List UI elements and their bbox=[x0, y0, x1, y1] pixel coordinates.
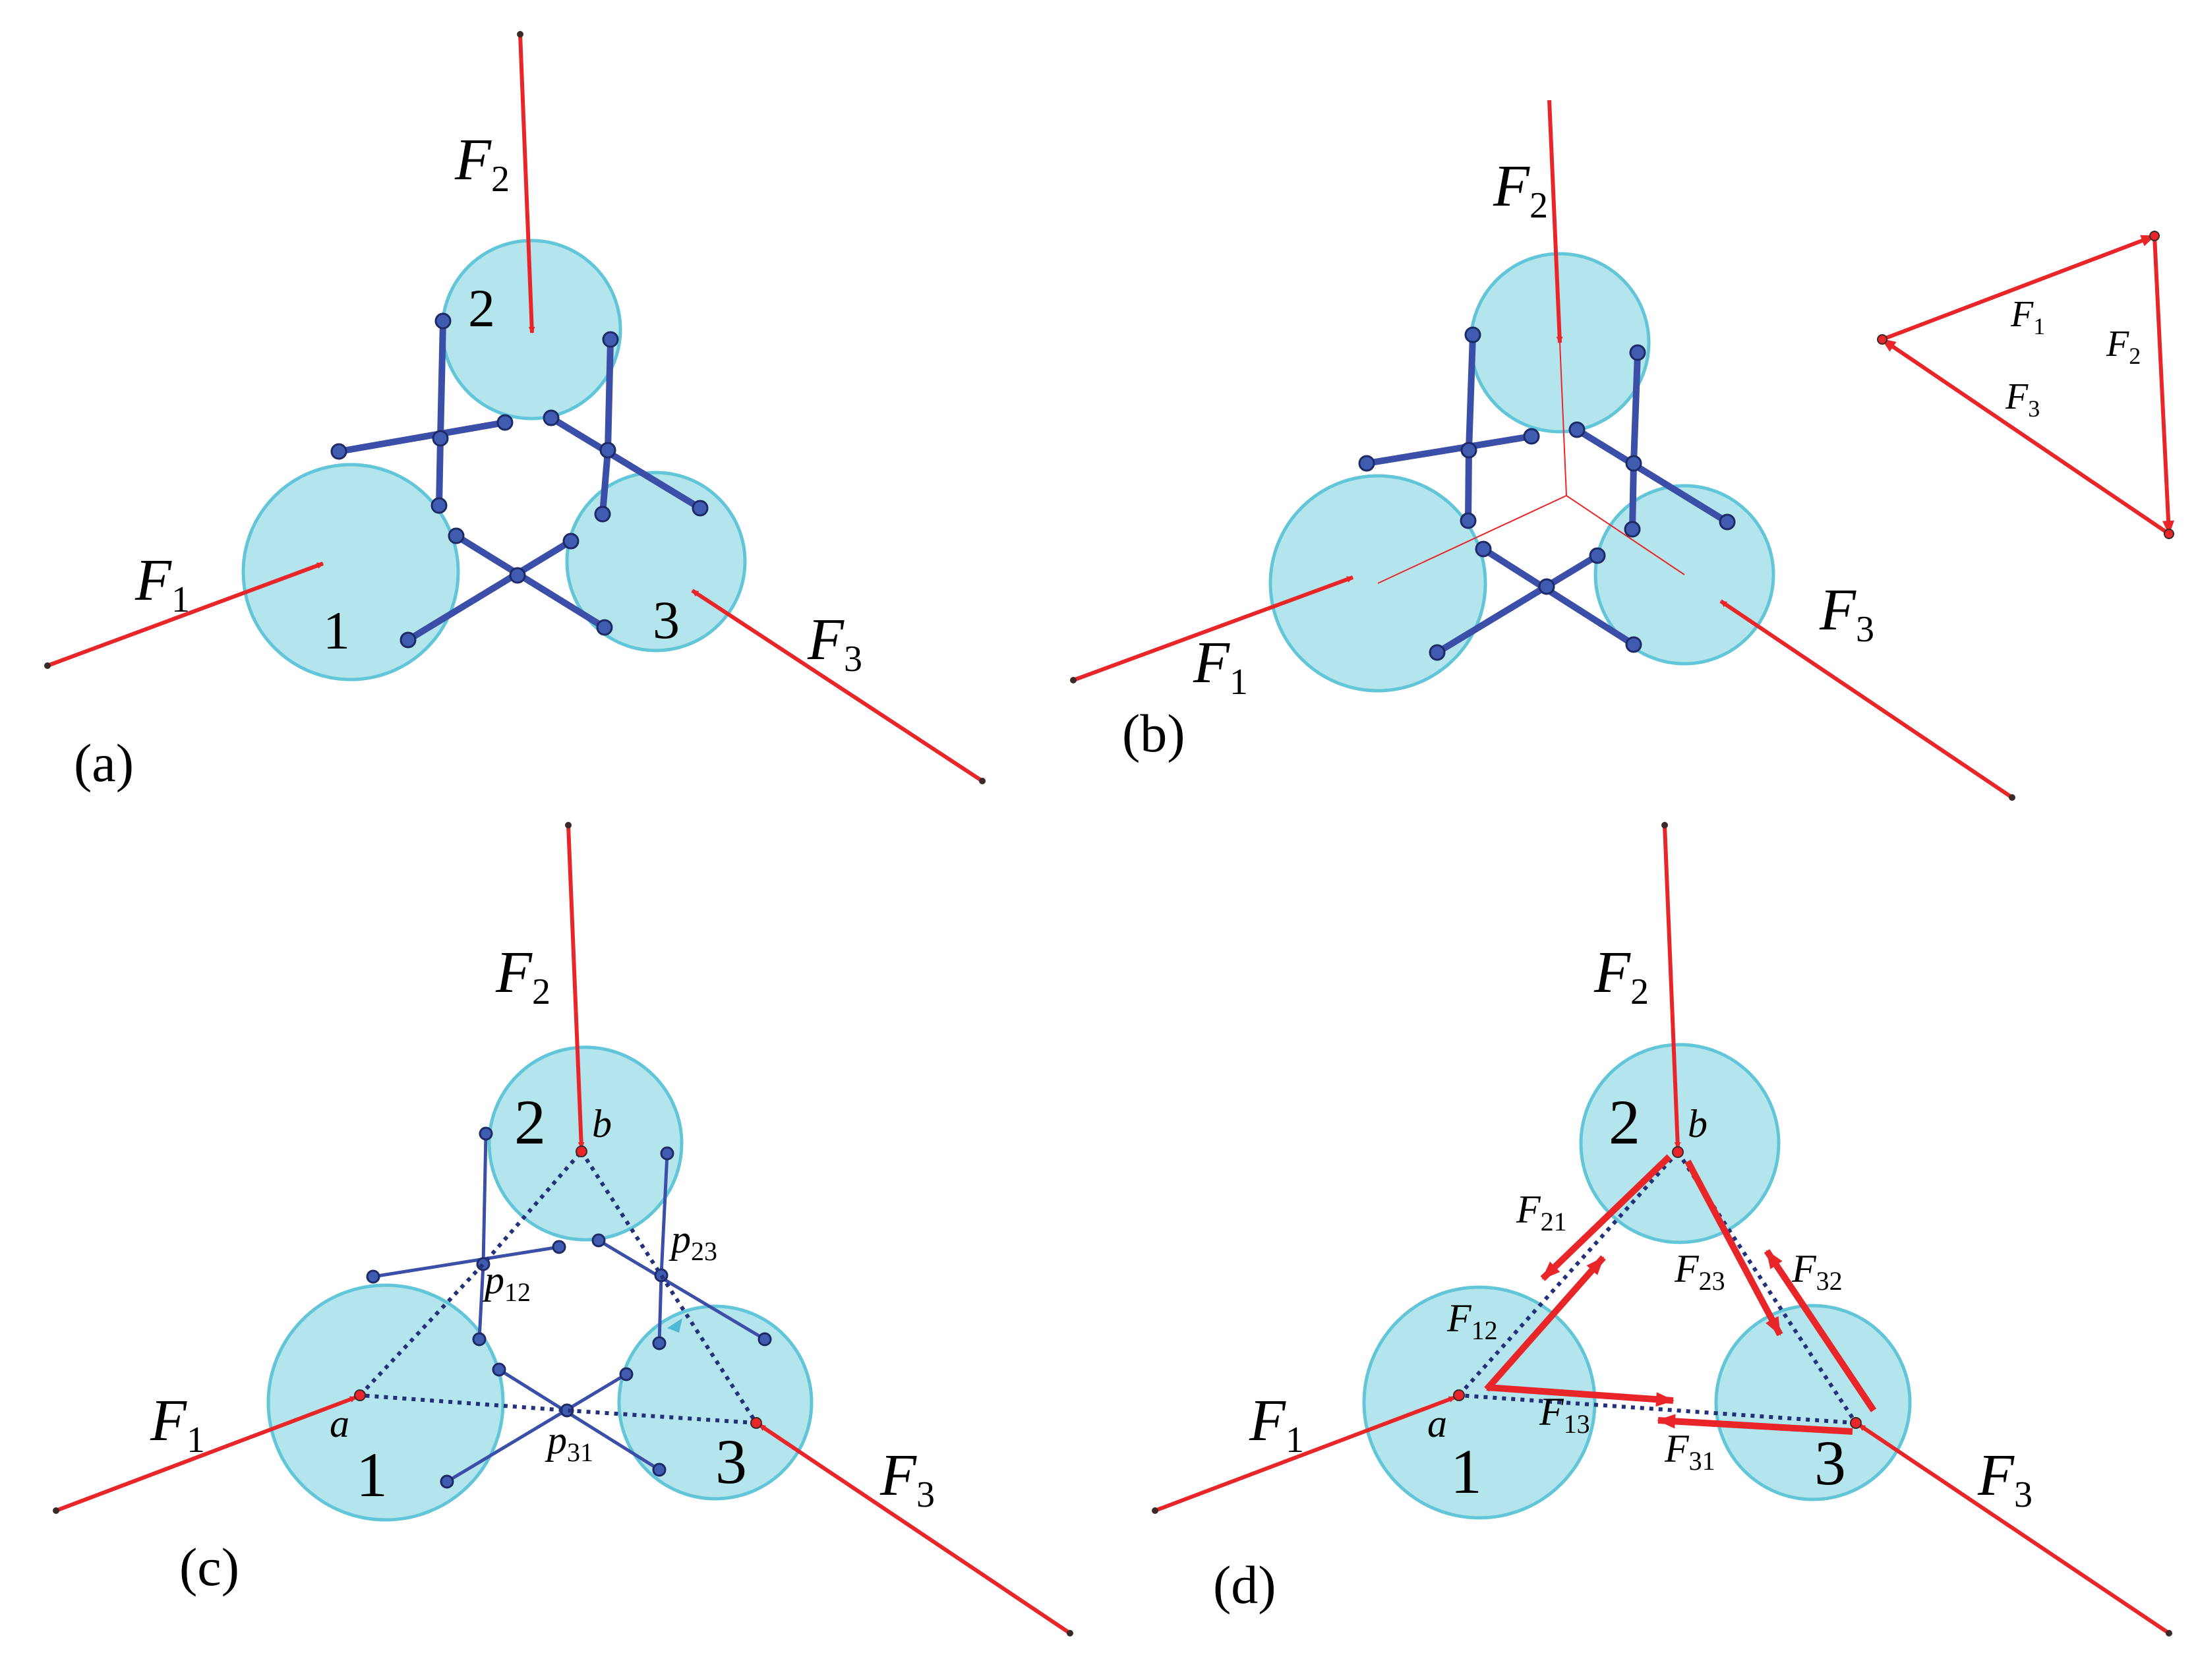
label-F1-d: F1 bbox=[1249, 1388, 1304, 1461]
label-F21: F21 bbox=[1516, 1188, 1567, 1236]
force-F23 bbox=[1684, 1159, 1783, 1337]
body-3-label: 3 bbox=[715, 1426, 747, 1497]
force-F1-a bbox=[46, 562, 324, 668]
body-3-label: 3 bbox=[653, 590, 680, 650]
linkage-b bbox=[1363, 332, 1731, 656]
force-F2-a bbox=[518, 34, 535, 333]
force-F12 bbox=[1484, 1255, 1606, 1392]
force-F21 bbox=[1540, 1154, 1672, 1281]
discs-c bbox=[266, 1045, 814, 1522]
force-F13 bbox=[1486, 1384, 1675, 1407]
label-F1-b: F1 bbox=[1193, 630, 1248, 703]
label-F31: F31 bbox=[1664, 1427, 1715, 1476]
force-F3-c bbox=[758, 1423, 1071, 1635]
disc-1 bbox=[266, 1283, 505, 1522]
panel-c: 1 2 3 a b p12 p23 p31 F2 F1 F3 (c) bbox=[53, 822, 1073, 1637]
points-abc-d bbox=[1453, 1146, 1862, 1429]
point-label-b: b bbox=[1688, 1102, 1708, 1145]
disc-3 bbox=[1714, 1304, 1912, 1501]
point-label-b: b bbox=[592, 1102, 612, 1145]
point-label-a: a bbox=[330, 1402, 349, 1445]
triangle-label-F1: F1 bbox=[2010, 294, 2045, 339]
label-F2-c: F2 bbox=[495, 940, 550, 1012]
label-F3-b: F3 bbox=[1819, 577, 1874, 650]
disc-3 bbox=[565, 471, 747, 652]
label-F3-c: F3 bbox=[879, 1443, 935, 1515]
body-2-label: 2 bbox=[468, 278, 495, 338]
linkage-a bbox=[336, 318, 703, 643]
panel-label-b: (b) bbox=[1122, 703, 1185, 763]
joints-b bbox=[1358, 326, 1736, 661]
pole-label-p23: p23 bbox=[668, 1217, 717, 1266]
panel-a: 1 2 3 F2 F1 F3 (a) bbox=[44, 31, 986, 793]
panel-label-a: (a) bbox=[74, 733, 134, 793]
force-F1-c bbox=[55, 1395, 357, 1513]
force-F3-d bbox=[1858, 1423, 2170, 1635]
body-1-label: 1 bbox=[323, 600, 350, 660]
label-F3-d: F3 bbox=[1977, 1443, 2033, 1515]
discs-a bbox=[241, 239, 747, 681]
body-1-label: 1 bbox=[1450, 1436, 1482, 1507]
panel-label-d: (d) bbox=[1213, 1555, 1276, 1615]
triangle-F1 bbox=[1881, 234, 2156, 341]
label-F2-d: F2 bbox=[1593, 940, 1649, 1012]
force-F3-b bbox=[1719, 599, 2013, 799]
label-F3-a: F3 bbox=[807, 607, 862, 680]
label-F2-a: F2 bbox=[454, 127, 510, 200]
label-F32: F32 bbox=[1791, 1247, 1843, 1296]
pole-label-p12: p12 bbox=[482, 1258, 531, 1307]
label-F2-b: F2 bbox=[1493, 154, 1548, 226]
force-triangle-b bbox=[1881, 234, 2175, 536]
arrow-tip-c bbox=[667, 1318, 682, 1333]
pole-label-p31: p31 bbox=[545, 1418, 593, 1467]
force-F2-d bbox=[1663, 825, 1681, 1149]
panel-b: F2 F1 F3 F1 F2 F3 (b) bbox=[1070, 100, 2175, 801]
forces-a bbox=[46, 34, 984, 783]
disc-3 bbox=[617, 1304, 814, 1501]
internal-forces-d bbox=[1484, 1154, 1877, 1435]
force-F1-b bbox=[1072, 575, 1354, 682]
discs-b bbox=[1268, 252, 1775, 693]
force-F2-b bbox=[1547, 100, 1563, 343]
label-F12: F12 bbox=[1446, 1296, 1498, 1345]
joints-a bbox=[330, 312, 709, 649]
body-1-label: 1 bbox=[356, 1439, 388, 1510]
point-label-a: a bbox=[1427, 1402, 1447, 1445]
label-F1-c: F1 bbox=[150, 1388, 205, 1461]
panel-label-c: (c) bbox=[179, 1537, 239, 1597]
points-abc-c bbox=[354, 1145, 762, 1429]
panel-d: 1 2 3 a b F21 F12 F23 F32 F13 F31 F2 F1 … bbox=[1152, 822, 2172, 1637]
body-2-label: 2 bbox=[514, 1087, 546, 1157]
force-F32 bbox=[1764, 1249, 1877, 1412]
forces-d bbox=[1154, 825, 2170, 1635]
concurrency-lines-b bbox=[1377, 342, 1685, 584]
dotted-lines-d bbox=[1457, 1150, 1858, 1425]
label-F13: F13 bbox=[1539, 1390, 1590, 1439]
body-2-label: 2 bbox=[1609, 1087, 1640, 1157]
triangle-label-F3: F3 bbox=[2005, 376, 2040, 422]
dotted-lines-c bbox=[358, 1150, 758, 1425]
disc-1 bbox=[241, 463, 460, 681]
disc-2 bbox=[487, 1045, 684, 1242]
disc-1 bbox=[1362, 1285, 1597, 1520]
forces-b bbox=[1072, 100, 2013, 799]
force-F3-a bbox=[691, 589, 984, 783]
triangle-F3 bbox=[1881, 337, 2170, 536]
triangle-F2 bbox=[2153, 235, 2175, 535]
body-3-label: 3 bbox=[1814, 1428, 1846, 1498]
triangle-label-F2: F2 bbox=[2106, 324, 2141, 369]
force-F1-d bbox=[1154, 1395, 1456, 1513]
force-F2-c bbox=[566, 825, 585, 1149]
force-F31 bbox=[1657, 1414, 1853, 1435]
forces-c bbox=[55, 825, 1071, 1635]
label-F23: F23 bbox=[1674, 1247, 1725, 1296]
label-F1-a: F1 bbox=[134, 548, 190, 620]
linkage-c bbox=[371, 1132, 767, 1484]
